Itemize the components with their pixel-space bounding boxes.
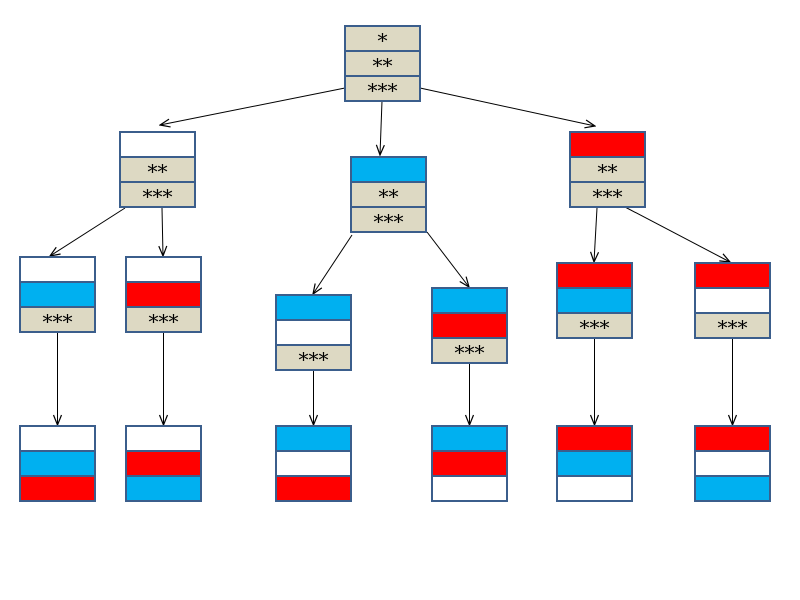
tree-node-bb: ***: [431, 287, 508, 365]
edge-arrow-root-to-a: [160, 87, 346, 125]
node-cell-white: [125, 425, 202, 452]
edge-arrow-b-to-ba: [313, 234, 353, 294]
node-cell-blue: [275, 425, 352, 452]
edge-arrow-root-to-c: [419, 87, 595, 126]
node-cell-beige: [19, 306, 96, 333]
node-cell-white: [431, 475, 508, 502]
node-cell-red: [275, 475, 352, 502]
tree-node-aba: [125, 425, 202, 502]
node-cell-red: [125, 450, 202, 477]
node-cell-label: ***: [593, 185, 623, 209]
node-cell-beige: [694, 312, 771, 339]
node-cell-blue: [694, 475, 771, 502]
tree-node-ba: ***: [275, 294, 352, 372]
node-cell-blue: [19, 450, 96, 477]
node-cell-white: [275, 319, 352, 346]
node-cell-label: *: [378, 29, 388, 53]
node-cell-white: [694, 287, 771, 314]
node-cell-red: [556, 425, 633, 452]
node-cell-label: **: [379, 185, 399, 209]
edge-arrow-c-to-ca: [594, 207, 597, 262]
edge-arrow-c-to-cb: [624, 206, 730, 262]
node-cell-white: [275, 450, 352, 477]
node-cell-beige: [556, 312, 633, 339]
node-cell-beige: [344, 50, 421, 77]
node-cell-label: ***: [368, 79, 398, 103]
edge-arrow-a-to-aa: [50, 207, 126, 256]
tree-node-baa: [275, 425, 352, 502]
node-cell-label: ***: [299, 348, 329, 372]
node-cell-blue: [431, 287, 508, 314]
node-cell-label: ***: [374, 210, 404, 234]
tree-node-cba: [694, 425, 771, 502]
node-cell-label: **: [598, 160, 618, 184]
tree-node-c: *****: [569, 131, 646, 209]
node-cell-label: ***: [149, 310, 179, 334]
node-cell-red: [556, 262, 633, 289]
edge-arrow-root-to-b: [380, 100, 382, 155]
edge-arrow-b-to-bb: [426, 231, 469, 287]
node-cell-blue: [350, 156, 427, 183]
node-cell-red: [569, 131, 646, 158]
tree-node-aaa: [19, 425, 96, 502]
node-cell-red: [125, 281, 202, 308]
tree-node-aa: ***: [19, 256, 96, 334]
tree-node-root: ******: [344, 25, 421, 103]
node-cell-red: [694, 425, 771, 452]
tree-node-ab: ***: [125, 256, 202, 334]
node-cell-label: **: [373, 54, 393, 78]
node-cell-blue: [556, 450, 633, 477]
node-cell-beige: [119, 181, 196, 208]
node-cell-red: [19, 475, 96, 502]
node-cell-beige: [275, 344, 352, 371]
node-cell-white: [556, 475, 633, 502]
node-cell-beige: [344, 75, 421, 102]
node-cell-red: [431, 312, 508, 339]
tree-node-a: *****: [119, 131, 196, 209]
node-cell-beige: [344, 25, 421, 52]
node-cell-white: [119, 131, 196, 158]
node-cell-beige: [350, 206, 427, 233]
node-cell-red: [694, 262, 771, 289]
node-cell-blue: [556, 287, 633, 314]
node-cell-white: [19, 425, 96, 452]
node-cell-label: ***: [718, 316, 748, 340]
node-cell-blue: [275, 294, 352, 321]
nodes: ***************************************: [19, 25, 771, 502]
node-cell-beige: [431, 337, 508, 364]
edges: [50, 87, 733, 425]
tree-node-b: *****: [350, 156, 427, 234]
node-cell-label: ***: [143, 185, 173, 209]
node-cell-white: [125, 256, 202, 283]
node-cell-label: **: [148, 160, 168, 184]
node-cell-label: ***: [580, 316, 610, 340]
node-cell-blue: [431, 425, 508, 452]
edge-arrow-a-to-ab: [162, 207, 163, 256]
node-cell-blue: [19, 281, 96, 308]
node-cell-beige: [125, 306, 202, 333]
node-cell-blue: [125, 475, 202, 502]
tree-node-ca: ***: [556, 262, 633, 340]
tree-node-caa: [556, 425, 633, 502]
node-cell-white: [19, 256, 96, 283]
node-cell-label: ***: [43, 310, 73, 334]
node-cell-label: ***: [455, 341, 485, 365]
tree-node-bba: [431, 425, 508, 502]
node-cell-beige: [119, 156, 196, 183]
tree-node-cb: ***: [694, 262, 771, 340]
node-cell-beige: [569, 181, 646, 208]
node-cell-red: [431, 450, 508, 477]
node-cell-white: [694, 450, 771, 477]
